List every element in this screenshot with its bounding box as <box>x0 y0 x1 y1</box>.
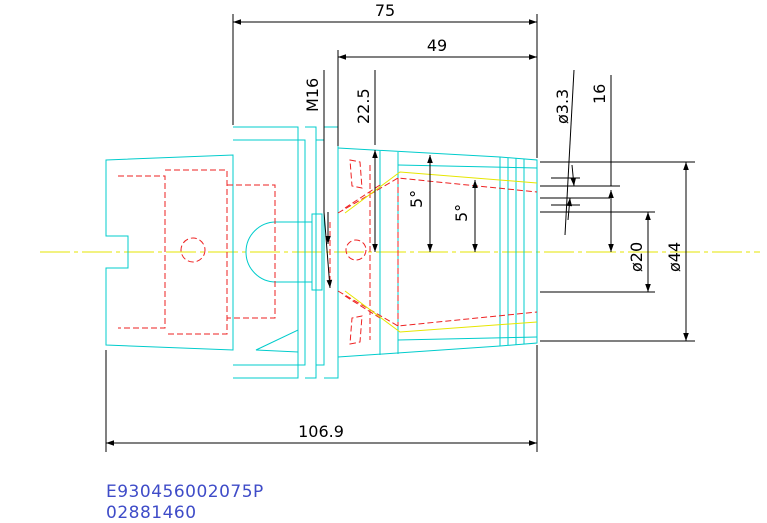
dimension-lines <box>105 14 695 452</box>
dim-dia-20: ø20 <box>627 242 646 272</box>
dim-75: 75 <box>375 1 395 20</box>
dim-m16: M16 <box>303 78 322 112</box>
dim-22-5: 22.5 <box>354 88 373 124</box>
dim-49: 49 <box>427 36 447 55</box>
article-number: 02881460 <box>106 503 197 523</box>
collet-lines <box>344 171 538 333</box>
part-number: E930456002075P <box>106 482 264 502</box>
dim-dia-44: ø44 <box>665 242 684 272</box>
dim-dia-3-3: ø3.3 <box>553 89 572 124</box>
dim-16: 16 <box>590 84 609 104</box>
dim-106-9: 106.9 <box>298 422 344 441</box>
dim-angle-5-a: 5° <box>407 190 426 208</box>
dim-angle-5-b: 5° <box>452 204 471 222</box>
